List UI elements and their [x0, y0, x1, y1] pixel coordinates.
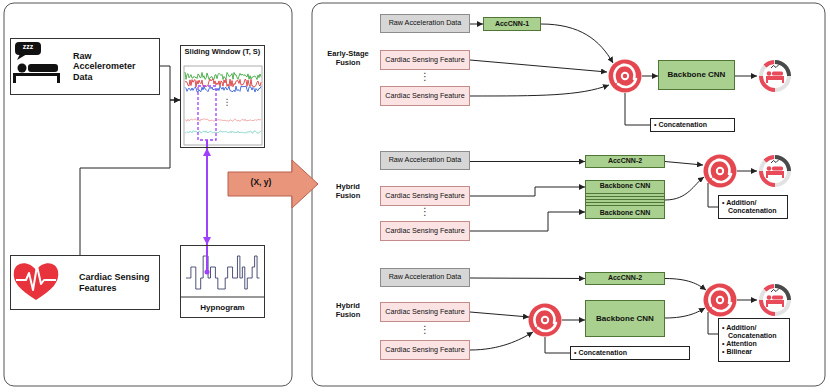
connector	[470, 187, 585, 196]
section-label: Early-Stage Fusion	[318, 50, 378, 67]
hypnogram-panel: Hypnogram	[180, 245, 265, 318]
node-text: AccCNN-2	[589, 157, 661, 165]
cnn-box: Backbone CNN	[658, 60, 735, 90]
flow-arrow	[228, 160, 318, 208]
node-text: Cardiac Sensing Feature	[384, 227, 466, 235]
epoch-marker	[206, 245, 208, 272]
sleep-stage-icon	[761, 157, 789, 185]
node-text: Backbone CNN	[589, 209, 661, 217]
fusion-symbol	[529, 304, 562, 337]
node-text: • Concatenation	[660, 121, 731, 129]
ellipsis: ⋮	[419, 206, 431, 218]
node-text: Hypnogram	[183, 303, 262, 312]
node-text: • Addition/ Concatenation	[728, 199, 784, 215]
cnn-box: Backbone CNN	[585, 300, 665, 337]
sleep-stage-icon	[761, 286, 789, 314]
cnn-box: AccCNN-2	[585, 155, 665, 168]
method-box: • Concatenation	[650, 118, 735, 132]
section-label: Hybrid Fusion	[324, 183, 372, 200]
fusion-symbol	[609, 60, 642, 93]
hypnogram-trace	[186, 256, 260, 289]
signal-trace	[185, 119, 261, 121]
ellipsis: ⋮	[419, 71, 431, 83]
node-text: • Attention	[728, 340, 786, 348]
connector	[470, 24, 483, 25]
cnn-box: AccCNN-1	[483, 17, 541, 31]
feature-box: Cardiac Sensing Feature	[380, 221, 470, 241]
flow-label: (X, y)	[232, 178, 290, 188]
node-text: AccCNN-1	[487, 20, 537, 28]
node-text: • Concatenation	[580, 349, 686, 357]
sleep-bubble-text: zzz	[15, 43, 41, 51]
node-text: Backbone CNN	[589, 182, 661, 190]
ellipsis: ⋮	[419, 324, 431, 336]
sleep-icon	[13, 42, 60, 83]
heart-icon	[14, 263, 59, 300]
node-text: Cardiac Sensing Feature	[384, 308, 466, 316]
window-marker	[206, 140, 208, 148]
node-text: AccCNN-2	[589, 274, 661, 282]
window-panel: Sliding Window (T, S)	[180, 45, 265, 148]
signal-trace	[185, 131, 261, 133]
feature-box: Cardiac Sensing Feature	[380, 302, 470, 322]
signal-plot-frame	[184, 66, 262, 145]
fusion-symbol	[704, 284, 737, 317]
input-box: Raw Acceleration Data	[380, 14, 470, 33]
right-panel	[312, 3, 825, 386]
source-box: Cardiac Sensing Features	[10, 255, 160, 310]
cnn-box: AccCNN-2	[585, 272, 665, 285]
section-label: Hybrid Fusion	[324, 302, 372, 319]
connector	[470, 212, 585, 231]
feature-box: Cardiac Sensing Feature	[380, 186, 470, 206]
connector	[470, 278, 585, 280]
signal-trace	[185, 72, 261, 80]
node-text: Cardiac Sensing Feature	[384, 346, 466, 354]
node-text: Backbone CNN	[589, 314, 661, 323]
sleep-stage-icon	[761, 62, 789, 90]
node-text: Backbone CNN	[662, 70, 731, 79]
method-box: • Concatenation	[570, 346, 690, 360]
method-box: • Addition/ Concatenation	[718, 195, 788, 219]
node-text: Cardiac Sensing Feature	[384, 92, 466, 100]
signal-trace	[185, 79, 261, 87]
node-text: • Addition/ Concatenation	[728, 324, 786, 340]
node-text: Cardiac Sensing Features	[79, 272, 155, 293]
connector	[160, 66, 180, 100]
input-box: Raw Acceleration Data	[380, 151, 470, 170]
node-text: • Bilinear	[728, 348, 786, 356]
feature-box: Cardiac Sensing Feature	[380, 50, 470, 70]
cnn-box: Backbone CNN Backbone CNN	[585, 180, 665, 219]
stacked-layers	[586, 191, 664, 208]
node-text: Raw Acceleration Data	[384, 156, 466, 164]
hypnogram-chart	[186, 256, 260, 289]
signal-traces	[185, 72, 261, 133]
signal-trace	[185, 86, 261, 92]
connector	[80, 100, 180, 255]
fusion-wires	[470, 24, 757, 353]
fusion-symbol	[704, 155, 737, 188]
ellipsis: ⋮	[221, 97, 233, 107]
method-box: • Addition/ Concatenation• Attention• Bi…	[718, 318, 790, 362]
node-text: Raw Acceleration Data	[384, 273, 466, 281]
feature-box: Cardiac Sensing Feature	[380, 86, 470, 106]
node-text: Cardiac Sensing Feature	[384, 192, 466, 200]
node-text: Cardiac Sensing Feature	[384, 56, 466, 64]
connector	[206, 148, 208, 245]
node-text: Raw Accelerometer Data	[73, 51, 155, 82]
node-text: Sliding Window (T, S)	[183, 48, 262, 57]
window-highlight	[198, 86, 216, 140]
hypnogram-divider	[180, 297, 265, 298]
node-text: Raw Acceleration Data	[384, 19, 466, 27]
connector	[470, 161, 585, 162]
epoch-dot	[205, 270, 210, 275]
input-box: Raw Acceleration Data	[380, 268, 470, 287]
feature-box: Cardiac Sensing Feature	[380, 340, 470, 360]
